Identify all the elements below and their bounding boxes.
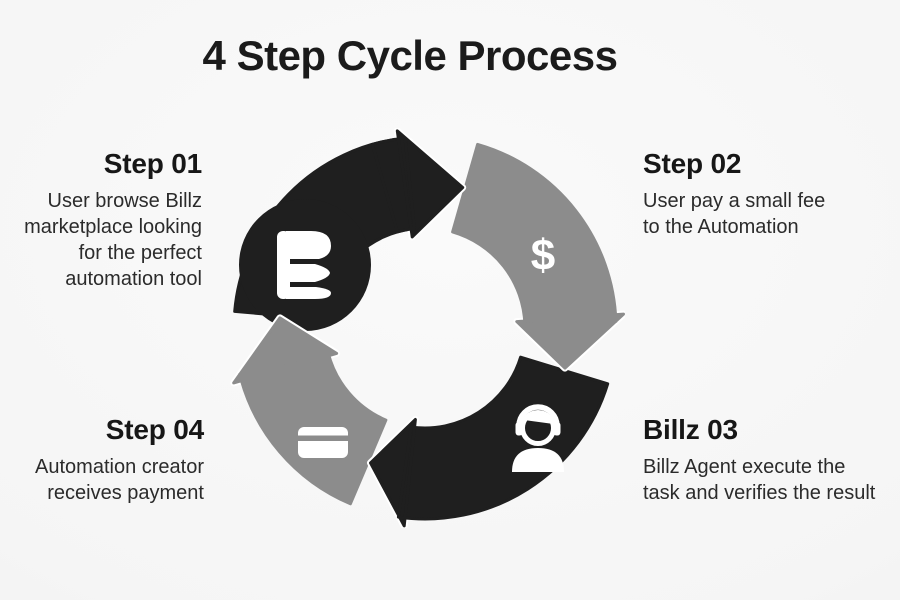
step-01-text-line: for the perfect — [78, 242, 202, 264]
cycle-arc-step-01 — [370, 129, 465, 239]
cycle-arrows — [230, 128, 625, 528]
credit-card-icon — [298, 427, 348, 458]
cycle-arc-step-04 — [232, 316, 388, 506]
step-03-text-line: Billz Agent execute the — [643, 456, 846, 478]
step-01-text-line: marketplace looking — [24, 216, 202, 238]
step-04-text-line: Automation creator — [35, 456, 204, 478]
step-04-heading: Step 04 — [105, 414, 204, 445]
step-01-text-line: automation tool — [65, 268, 202, 290]
cycle-arc-step-02 — [451, 142, 625, 370]
step-03-heading: Billz 03 — [643, 414, 738, 445]
step-02-text-line: User pay a small fee — [643, 190, 826, 212]
step-02-block: Step 02 User pay a small fee to the Auto… — [643, 147, 888, 240]
step-01-text-line: User browse Billz — [47, 190, 202, 212]
step-04-block: Step 04 Automation creator receives paym… — [2, 413, 204, 506]
step-02-heading: Step 02 — [643, 148, 742, 179]
dollar-icon: $ — [531, 231, 555, 280]
card-stripe — [298, 435, 348, 441]
step-04-text-line: receives payment — [47, 482, 204, 504]
cycle-diagram: $ — [230, 128, 625, 528]
support-agent-icon — [512, 404, 564, 472]
step-03-text-line: task and verifies the result — [643, 482, 876, 504]
page-title: 4 Step Cycle Process — [202, 32, 618, 79]
cycle-arc-step-03 — [369, 355, 610, 528]
step-02-text-line: to the Automation — [643, 216, 799, 238]
step-03-block: Billz 03 Billz Agent execute the task an… — [643, 413, 898, 506]
step-01-heading: Step 01 — [103, 148, 202, 179]
billz-logo-icon — [277, 231, 331, 299]
step-01-block: Step 01 User browse Billz marketplace lo… — [2, 147, 202, 292]
